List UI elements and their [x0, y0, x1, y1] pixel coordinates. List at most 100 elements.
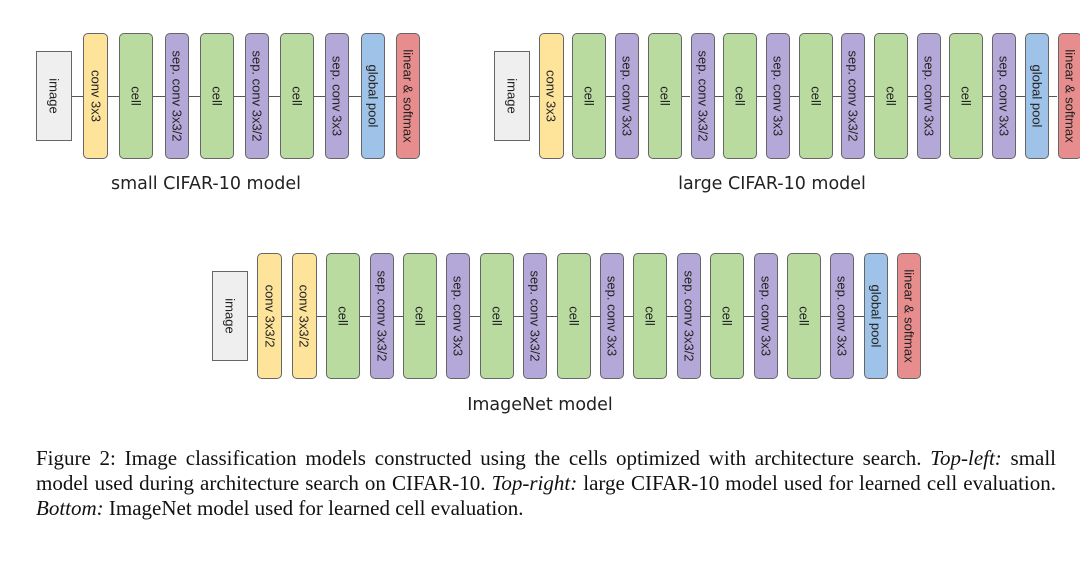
block-label: sep. conv 3x3 — [604, 275, 620, 357]
sep-block: sep. conv 3x3/2 — [523, 253, 548, 379]
block-label: global pool — [1029, 64, 1045, 128]
block-label: cell — [128, 86, 144, 106]
image-block: image — [212, 271, 248, 361]
cell-block: cell — [119, 33, 154, 159]
block-label: linear & softmax — [400, 49, 416, 143]
bottom-label: Bottom: — [36, 496, 104, 520]
caption-text-3: large CIFAR-10 model used for learned ce… — [577, 471, 1056, 495]
conv-block: conv 3x3 — [83, 33, 109, 159]
block-label: sep. conv 3x3 — [329, 55, 345, 137]
caption-text-2: small model used during architecture sea… — [36, 446, 1057, 495]
block-label: sep. conv 3x3 — [770, 55, 786, 137]
pool-block: global pool — [863, 253, 888, 379]
block-label: conv 3x3 — [88, 69, 104, 123]
sep-block: sep. conv 3x3/2 — [841, 33, 866, 159]
cell-block: cell — [572, 33, 607, 159]
connector-line — [700, 316, 711, 317]
linear-block: linear & softmax — [897, 253, 922, 379]
connector-line — [639, 96, 648, 97]
sep-block: sep. conv 3x3 — [325, 33, 350, 159]
block-label: conv 3x3 — [543, 69, 559, 123]
sep-block: sep. conv 3x3 — [600, 253, 624, 379]
cell-block: cell — [633, 253, 668, 379]
sep-block: sep. conv 3x3 — [992, 33, 1017, 159]
block-label: cell — [883, 86, 899, 106]
sep-block: sep. conv 3x3 — [446, 253, 471, 379]
connector-line — [714, 96, 724, 97]
figure-caption: Figure 2: Image classification models co… — [36, 446, 1056, 521]
block-label: cell — [958, 86, 974, 106]
connector-line — [360, 316, 370, 317]
sep-block: sep. conv 3x3/2 — [369, 253, 394, 379]
top-right-label: Top-right: — [491, 471, 578, 495]
linear-block: linear & softmax — [395, 33, 420, 159]
cell-block: cell — [199, 33, 234, 159]
cell-block: cell — [787, 253, 821, 379]
figure-label: Figure 2: — [36, 446, 116, 470]
conv-block: conv 3x3/2 — [291, 253, 317, 379]
cell-block: cell — [710, 253, 745, 379]
connector-line — [887, 316, 898, 317]
block-label: sep. conv 3x3 — [834, 275, 850, 357]
block-label: sep. conv 3x3/2 — [249, 50, 265, 142]
connector-line — [269, 96, 281, 97]
connector-line — [437, 316, 447, 317]
sep-block: sep. conv 3x3/2 — [676, 253, 701, 379]
cell-block: cell — [280, 33, 315, 159]
connector-line — [1016, 96, 1025, 97]
image-block: image — [494, 51, 530, 141]
block-label: cell — [335, 306, 351, 326]
connector-line — [821, 316, 831, 317]
cell-block: cell — [723, 33, 758, 159]
connector-line — [349, 96, 361, 97]
connector-line — [108, 96, 120, 97]
image-block: image — [36, 51, 72, 141]
connector-line — [832, 96, 842, 97]
block-label: cell — [566, 306, 582, 326]
connector-line — [393, 316, 403, 317]
block-label: cell — [412, 306, 428, 326]
block-label: linear & softmax — [1062, 49, 1077, 143]
conv-block: conv 3x3/2 — [257, 253, 283, 379]
block-label: sep. conv 3x3/2 — [527, 270, 543, 362]
block-label: cell — [657, 86, 673, 106]
connector-line — [667, 316, 677, 317]
block-label: conv 3x3/2 — [262, 284, 278, 348]
connector-line — [314, 96, 326, 97]
block-label: sep. conv 3x3/2 — [374, 270, 390, 362]
cell-block: cell — [479, 253, 514, 379]
block-label: sep. conv 3x3 — [758, 275, 774, 357]
sep-block: sep. conv 3x3/2 — [164, 33, 189, 159]
caption-text-4: ImageNet model used for learned cell eva… — [103, 496, 524, 520]
connector-line — [606, 96, 616, 97]
linear-block: linear & softmax — [1057, 33, 1080, 159]
imagenet-model-diagram: image conv 3x3/2 conv 3x3/2 cell sep. conv 3… — [212, 253, 922, 379]
block-label: global pool — [365, 64, 381, 128]
connector-line — [757, 96, 766, 97]
connector-line — [248, 316, 258, 317]
block-label: sep. conv 3x3/2 — [681, 270, 697, 362]
block-label: global pool — [868, 284, 884, 348]
connector-line — [777, 316, 787, 317]
connector-line — [983, 96, 993, 97]
cell-block: cell — [874, 33, 908, 159]
connector-line — [153, 96, 165, 97]
cell-block: cell — [798, 33, 833, 159]
block-label: cell — [796, 306, 812, 326]
block-label: sep. conv 3x3 — [450, 275, 466, 357]
block-label: cell — [719, 306, 735, 326]
connector-line — [624, 316, 634, 317]
caption-text-1: Image classification models constructed … — [115, 446, 922, 470]
connector-line — [789, 96, 799, 97]
block-label: sep. conv 3x3 — [619, 55, 635, 137]
connector-line — [547, 316, 557, 317]
connector-line — [72, 96, 84, 97]
sep-block: sep. conv 3x3/2 — [690, 33, 715, 159]
sep-block: sep. conv 3x3 — [753, 253, 778, 379]
sep-block: sep. conv 3x3 — [916, 33, 941, 159]
sep-block: sep. conv 3x3 — [765, 33, 790, 159]
block-label: cell — [581, 86, 597, 106]
cell-block: cell — [326, 253, 361, 379]
cell-block: cell — [403, 253, 437, 379]
